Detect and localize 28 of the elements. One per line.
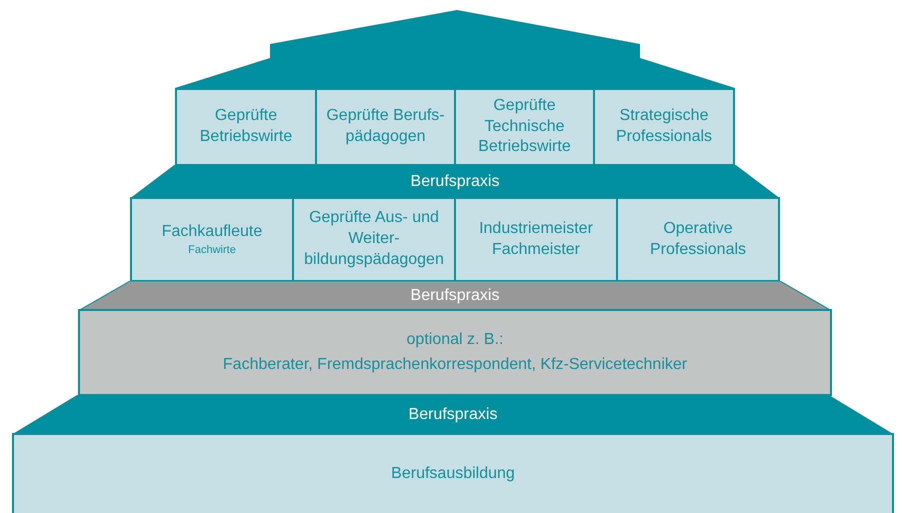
level-label: Geprüfte Technische Betriebswirte (477, 96, 572, 158)
level-label: Fachberater, Fremdsprachenkorrespondent, Kfz-Servicetechniker (222, 354, 688, 374)
level-label: Operative Professionals (648, 218, 748, 260)
level-box (175, 88, 317, 166)
level-label: Geprüfte Aus- und Weiter- bildungspädagogen (303, 208, 445, 270)
level-box (454, 88, 595, 166)
level-label: Industriemeister Fachmeister (478, 218, 594, 260)
level-box (593, 88, 735, 166)
level-label: Fachkaufleute (162, 222, 262, 242)
band-label: Berufspraxis (410, 287, 500, 305)
level-label: Geprüfte Betriebswirte (198, 106, 294, 147)
level-label: Geprüfte Berufs- pädagogen (325, 106, 446, 147)
level-label: Berufsausbildung (391, 464, 515, 484)
level-box (292, 197, 456, 282)
band-label: Berufspraxis (408, 406, 498, 424)
level-label: Strategische Professionals (614, 106, 714, 147)
level-box (454, 197, 618, 282)
band (12, 395, 894, 435)
level-box (616, 197, 780, 282)
subtitle: Fachwirte (188, 242, 236, 258)
level-label: optional z. B.: (406, 330, 504, 350)
level-box (315, 88, 456, 166)
level-box (130, 197, 294, 282)
level-box (12, 433, 894, 513)
band-label: Berufspraxis (410, 173, 500, 191)
band (130, 165, 780, 199)
level-box (78, 309, 832, 396)
band (78, 281, 832, 311)
